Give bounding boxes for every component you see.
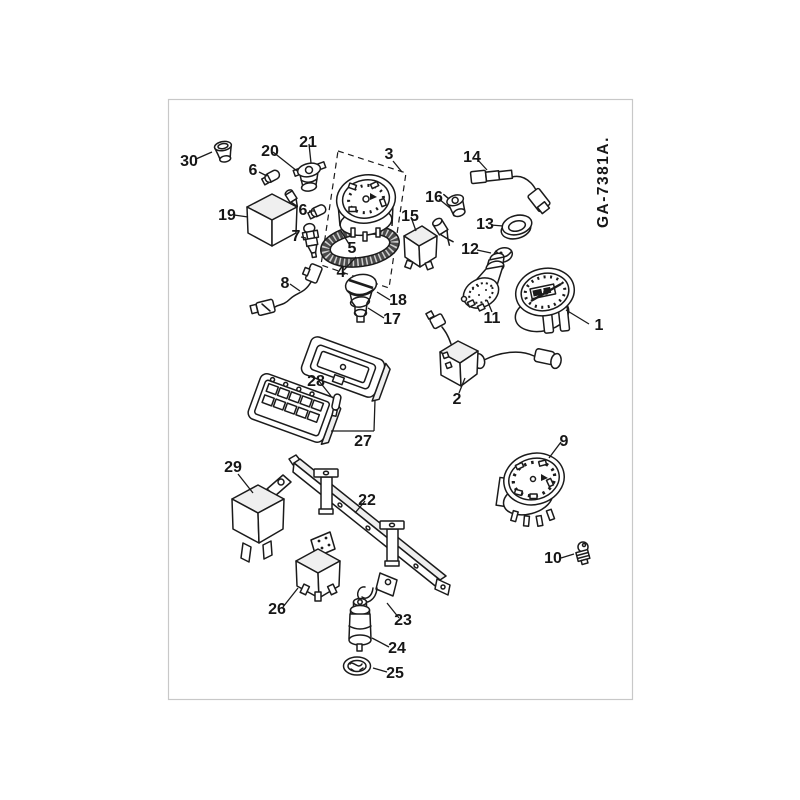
page-frame bbox=[167, 98, 634, 701]
callout-5: 5 bbox=[348, 240, 357, 257]
callout-23: 23 bbox=[394, 612, 412, 629]
callout-27: 27 bbox=[354, 433, 372, 450]
callout-labels: 1 2 3 4 5 6 6 7 8 9 10 11 12 13 14 15 16… bbox=[180, 134, 603, 682]
callout-22: 22 bbox=[358, 492, 376, 509]
drawing-code-label: GA-7381A. bbox=[595, 136, 612, 228]
callout-17: 17 bbox=[383, 311, 401, 328]
leader-lines bbox=[195, 143, 590, 673]
part-29-relay bbox=[231, 474, 292, 563]
part-6-bulb-lower bbox=[307, 204, 327, 220]
callout-1: 1 bbox=[595, 317, 604, 334]
part-9-gauge-rear bbox=[495, 452, 565, 528]
part-23-clamp-bracket bbox=[357, 572, 398, 604]
callout-20: 20 bbox=[261, 143, 279, 160]
callout-6b: 6 bbox=[299, 202, 308, 219]
callout-21: 21 bbox=[299, 134, 317, 151]
callout-28: 28 bbox=[307, 373, 325, 390]
part-28-bulb bbox=[331, 393, 342, 418]
part-1-speedometer-gauge bbox=[514, 267, 576, 334]
part-16-socket bbox=[443, 193, 466, 218]
part-15-flasher-unit bbox=[403, 217, 454, 271]
callout-14: 14 bbox=[463, 149, 481, 166]
part-25-disc bbox=[342, 656, 372, 676]
part-6-bulb-upper bbox=[261, 169, 281, 186]
callout-13: 13 bbox=[476, 216, 494, 233]
part-3-main-gauge bbox=[335, 174, 397, 242]
part-14-jumper-harness bbox=[469, 169, 551, 215]
callout-12: 12 bbox=[461, 241, 479, 258]
callout-8: 8 bbox=[281, 275, 290, 292]
callout-15: 15 bbox=[401, 208, 419, 225]
dashed-assembly-box bbox=[320, 150, 407, 289]
callout-24: 24 bbox=[388, 640, 406, 657]
part-8-wiring-lead bbox=[249, 263, 323, 317]
part-17-18-cap-assembly bbox=[344, 273, 378, 323]
callout-26: 26 bbox=[268, 601, 286, 618]
part-11-ignition-switch bbox=[460, 252, 505, 312]
part-22-mounting-bar bbox=[288, 454, 451, 596]
part-26-relay bbox=[295, 531, 341, 602]
callout-7: 7 bbox=[292, 228, 301, 245]
callout-16: 16 bbox=[425, 189, 443, 206]
callout-30: 30 bbox=[180, 153, 198, 170]
callout-25: 25 bbox=[386, 665, 404, 682]
callout-29: 29 bbox=[224, 459, 242, 476]
callout-11: 11 bbox=[484, 310, 501, 327]
callout-3: 3 bbox=[385, 146, 394, 163]
callout-19: 19 bbox=[218, 207, 236, 224]
part-27-lens-panel bbox=[300, 336, 391, 402]
part-27-warning-light-housing bbox=[247, 372, 342, 445]
part-19-relay-box bbox=[246, 189, 299, 247]
callout-2: 2 bbox=[453, 391, 462, 408]
part-20-21-bulb-holder bbox=[292, 161, 327, 192]
callout-6a: 6 bbox=[249, 162, 258, 179]
callout-10: 10 bbox=[544, 550, 562, 567]
part-24-buzzer bbox=[348, 597, 372, 652]
callout-18: 18 bbox=[389, 292, 407, 309]
callout-9: 9 bbox=[560, 433, 569, 450]
part-10-bulb bbox=[575, 541, 591, 566]
callout-4: 4 bbox=[337, 264, 346, 281]
part-2-sender-cable-unit bbox=[425, 310, 562, 387]
part-7-sender-switch bbox=[301, 222, 320, 259]
part-13-bezel-ring bbox=[500, 214, 533, 240]
part-30-bulb-socket bbox=[213, 140, 233, 163]
